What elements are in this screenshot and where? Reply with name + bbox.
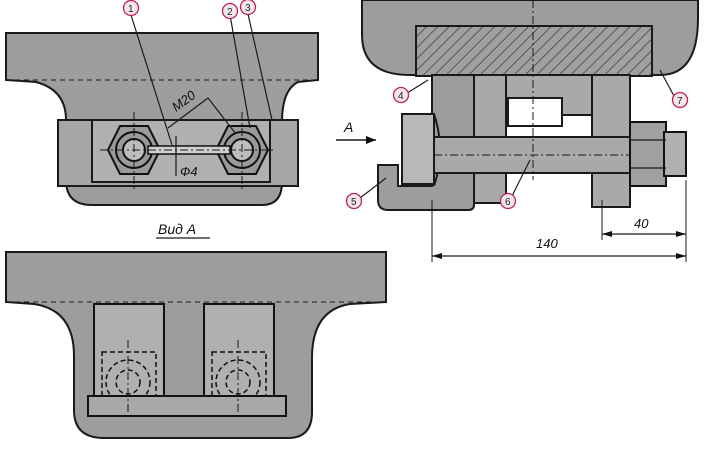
dimension-nut-offset: 40 [634, 216, 649, 231]
callout-5-text: 5 [351, 197, 357, 208]
bracket [377, 74, 475, 211]
bolt-nut [629, 121, 667, 187]
callout-4: 4 [392, 86, 410, 104]
bottom-left-post [93, 303, 165, 397]
callout-1: 1 [122, 0, 140, 17]
callout-2: 2 [221, 2, 239, 20]
callout-3-text: 3 [245, 3, 251, 14]
callout-6: 6 [499, 192, 517, 210]
top-left-view: M20 Ф4 [5, 13, 319, 206]
diameter-label: Ф4 [180, 164, 198, 179]
view-title: Вид А [158, 221, 196, 237]
bottom-base-plate [87, 395, 287, 417]
clamp-pad [401, 113, 435, 185]
callout-7-text: 7 [677, 96, 683, 107]
callout-2-text: 2 [227, 7, 233, 18]
hatched-section [415, 25, 653, 77]
dimension-overall: 140 [536, 236, 558, 251]
callout-5: 5 [345, 192, 363, 210]
callout-6-text: 6 [505, 197, 511, 208]
bottom-view: Вид А [5, 221, 387, 439]
view-arrow-label: А [343, 119, 353, 135]
callout-1-text: 1 [128, 4, 134, 15]
bottom-right-post [203, 303, 275, 397]
top-right-view: А 140 40 [336, 0, 699, 262]
callout-4-text: 4 [398, 91, 404, 102]
callout-7: 7 [671, 91, 689, 109]
callout-3: 3 [239, 0, 257, 16]
